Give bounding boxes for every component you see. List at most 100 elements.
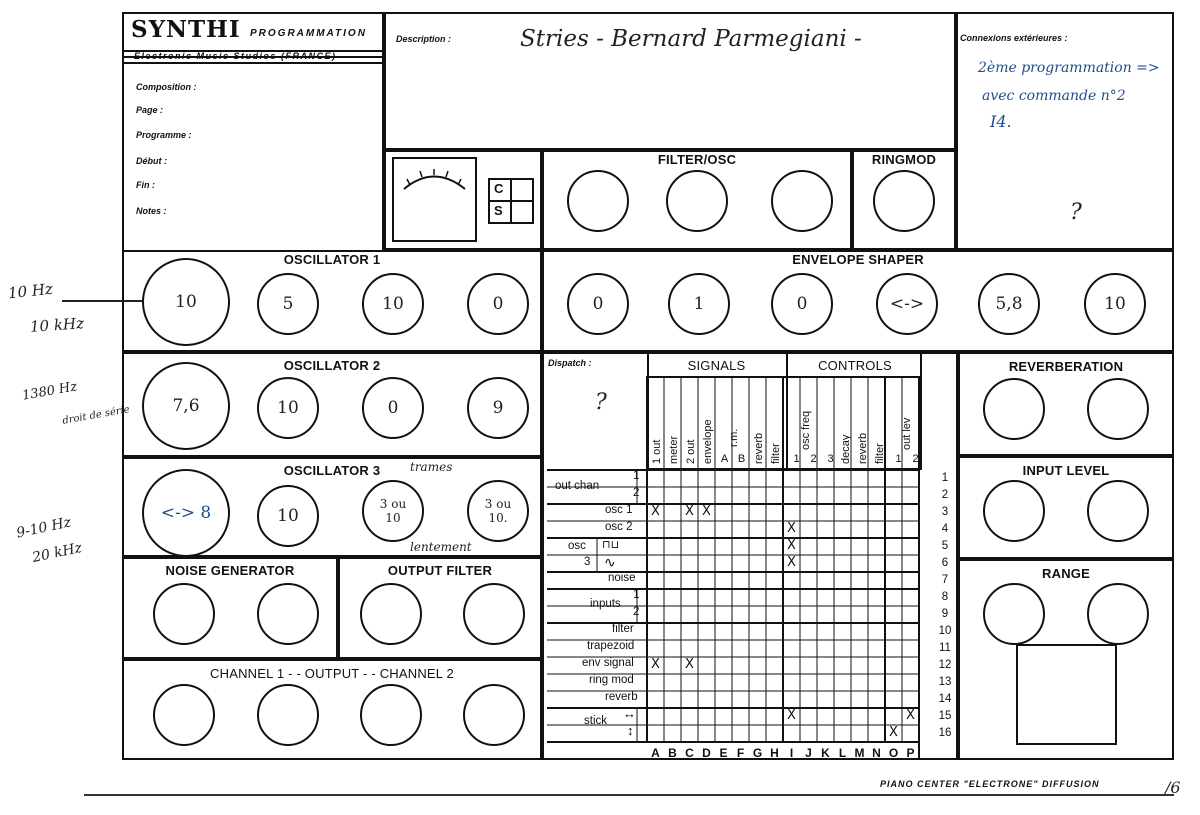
osc2-shape-knob[interactable]: 10	[257, 377, 319, 439]
col-header-out-lev: out lev	[901, 417, 913, 450]
fin-label: Fin :	[136, 180, 155, 190]
output-ch2-knob-1[interactable]	[360, 684, 422, 746]
row-label-env-signal: env signal	[582, 657, 634, 669]
row-number: 12	[938, 659, 952, 671]
note-10hz: 10 Hz	[7, 279, 54, 303]
row-number: 9	[941, 608, 949, 620]
matrix-group-divider	[786, 352, 788, 470]
notes-label: Notes :	[136, 206, 167, 216]
col-header-meter: meter	[668, 435, 680, 464]
row-number: 6	[941, 557, 949, 569]
envelope-shaper-title: ENVELOPE SHAPER	[792, 252, 924, 267]
ringmod-knob[interactable]	[873, 170, 935, 232]
col-header-reverb: reverb	[753, 432, 765, 464]
output-filter-knob-2[interactable]	[463, 583, 525, 645]
env-trapezoid-knob[interactable]: 5,8	[978, 273, 1040, 335]
row-label-osc2: osc 2	[605, 521, 633, 533]
joystick-area[interactable]	[1016, 644, 1117, 745]
column-letter: F	[736, 746, 745, 760]
output-filter-knob-1[interactable]	[360, 583, 422, 645]
column-letter: J	[805, 746, 812, 760]
col-header-out2: 2	[912, 453, 919, 465]
range-knob-2[interactable]	[1087, 583, 1149, 645]
column-letter: B	[668, 746, 677, 760]
env-signal-value: 10	[1104, 294, 1126, 314]
column-letter: C	[685, 746, 694, 760]
env-decay-knob[interactable]: 0	[771, 273, 833, 335]
footer-rule	[84, 794, 1174, 796]
osc3-frequency-knob[interactable]: <-> 8	[142, 469, 230, 557]
noise-generator-title: NOISE GENERATOR	[165, 563, 295, 578]
row-number: 11	[939, 642, 951, 654]
osc2-frequency-knob[interactable]: 7,6	[142, 362, 230, 450]
osc1-frequency-value: 10	[175, 292, 197, 312]
note-droit-de-serie: droit de série	[61, 404, 131, 427]
osc1-shape-knob[interactable]: 5	[257, 273, 319, 335]
row-label-input-1: 1	[633, 589, 640, 601]
osc3-shape-value: 10	[277, 506, 299, 526]
osc1-ramp-level-knob[interactable]: 0	[467, 273, 529, 335]
osc3-square-level-value: 3 ou 10	[379, 497, 407, 525]
output-ch1-knob-1[interactable]	[153, 684, 215, 746]
row-label-out-chan-1: 1	[633, 470, 640, 482]
osc2-square-level-value: 0	[387, 398, 399, 418]
ringmod-title: RINGMOD	[871, 152, 937, 167]
reverberation-title: REVERBERATION	[1008, 359, 1124, 374]
col-header-osc2: 2	[810, 453, 817, 465]
reverb-mix-knob[interactable]	[983, 378, 1045, 440]
env-signal-knob[interactable]: 10	[1084, 273, 1146, 335]
input-level-knob-1[interactable]	[983, 480, 1045, 542]
osc2-square-level-knob[interactable]: 0	[362, 377, 424, 439]
debut-label: Début :	[136, 156, 167, 166]
filter-osc-knob-2[interactable]	[666, 170, 728, 232]
osc2-triangle-level-knob[interactable]: 9	[467, 377, 529, 439]
output-panel	[122, 659, 542, 760]
osc1-ramp-level-value: 0	[492, 294, 504, 314]
osc1-frequency-knob[interactable]: 10	[142, 258, 230, 346]
range-panel	[958, 559, 1174, 760]
meter-switch-vline	[510, 178, 512, 224]
page-label: Page :	[136, 105, 164, 115]
input-level-knob-2[interactable]	[1087, 480, 1149, 542]
osc3-triangle-level-knob[interactable]: 3 ou 10.	[467, 480, 529, 542]
filter-osc-knob-3[interactable]	[771, 170, 833, 232]
connexions-line-2[interactable]: avec commande n°2	[982, 88, 1126, 104]
reverberation-panel	[958, 352, 1174, 456]
osc3-frequency-value: <-> 8	[160, 503, 212, 523]
studio-name: Electronic Music Studios (FRANCE)	[134, 51, 337, 61]
col-header-filter-ctl: filter	[874, 443, 886, 464]
row-label-osc1: osc 1	[605, 504, 633, 516]
dispatch-label: Dispatch :	[548, 358, 592, 368]
filter-osc-title: FILTER/OSC	[657, 152, 737, 167]
osc3-square-level-knob[interactable]: 3 ou 10	[362, 480, 424, 542]
osc1-sine-level-knob[interactable]: 10	[362, 273, 424, 335]
signals-title: SIGNALS	[687, 358, 746, 373]
note-10hz-leader	[62, 300, 142, 302]
studio-banner	[122, 50, 384, 64]
connexions-line-3[interactable]: I4.	[990, 112, 1012, 131]
noise-level-knob[interactable]	[257, 583, 319, 645]
reverb-level-knob[interactable]	[1087, 378, 1149, 440]
filter-osc-knob-1[interactable]	[567, 170, 629, 232]
osc3-shape-knob[interactable]: 10	[257, 485, 319, 547]
note-10khz: 10 kHz	[29, 314, 85, 336]
env-off-knob[interactable]: <->	[876, 273, 938, 335]
connexions-line-1[interactable]: 2ème programmation =>	[978, 60, 1160, 76]
column-letter: L	[838, 746, 847, 760]
row-label-osc: osc	[568, 540, 586, 552]
column-letter: I	[789, 746, 794, 760]
range-knob-1[interactable]	[983, 583, 1045, 645]
column-letter: O	[888, 746, 899, 760]
row-label-stick: stick	[584, 715, 607, 727]
description-label: Description :	[396, 34, 452, 44]
row-number: 16	[938, 727, 952, 739]
col-header-osc3: 3	[827, 453, 834, 465]
column-letter: M	[854, 746, 865, 760]
env-attack-knob[interactable]: 0	[567, 273, 629, 335]
output-ch1-knob-2[interactable]	[257, 684, 319, 746]
description-value[interactable]: Stries - Bernard Parmegiani -	[520, 26, 862, 52]
row-number: 2	[941, 489, 949, 501]
noise-color-knob[interactable]	[153, 583, 215, 645]
output-ch2-knob-2[interactable]	[463, 684, 525, 746]
env-on-knob[interactable]: 1	[668, 273, 730, 335]
